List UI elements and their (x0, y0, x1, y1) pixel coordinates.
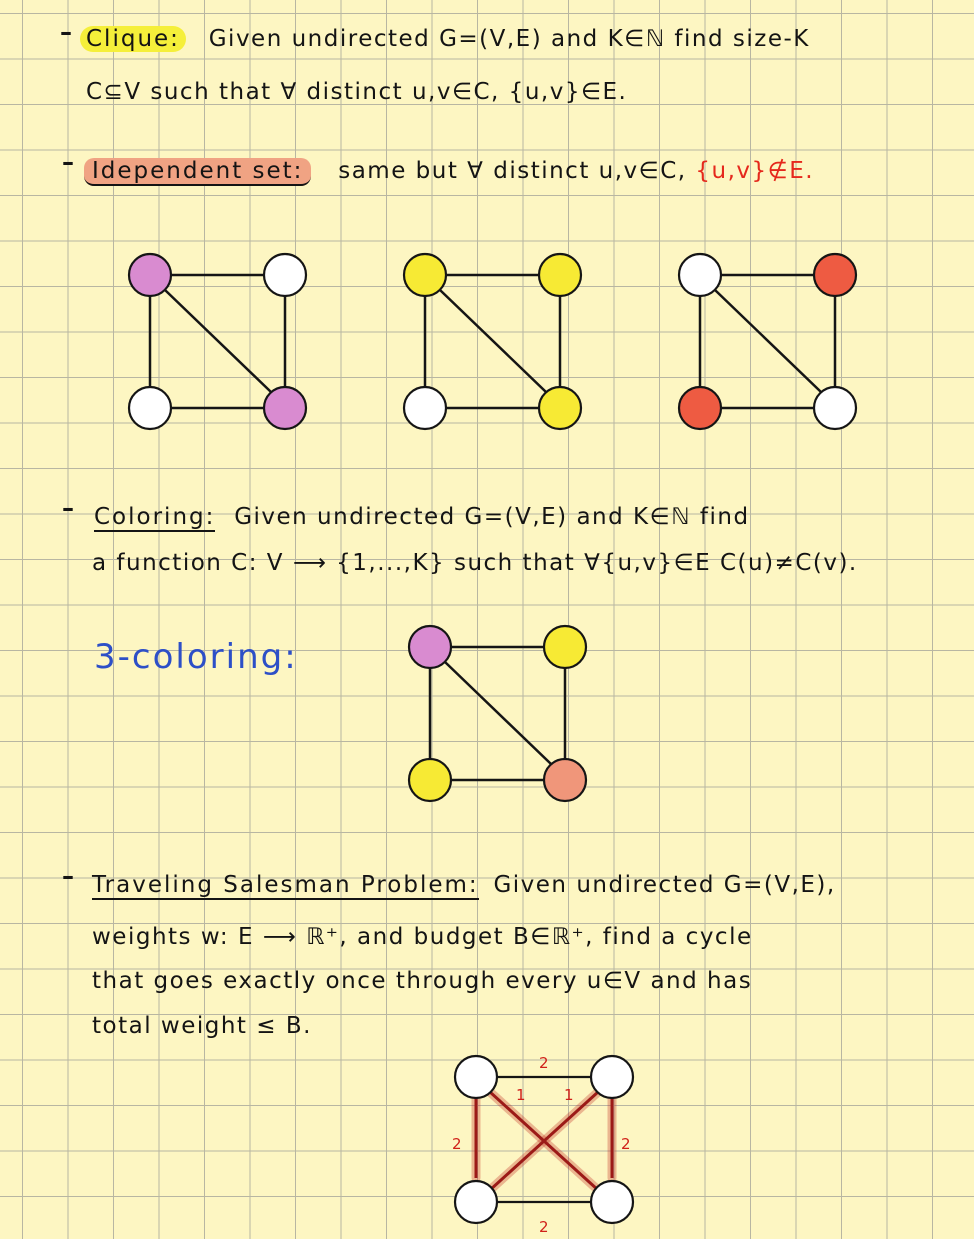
coloring-line-1: Coloring: Given undirected G=(V,E) and K… (94, 504, 750, 532)
graph-node (542, 624, 588, 670)
graph-node (127, 252, 173, 298)
graph-node (589, 1179, 635, 1225)
edge-weight-left: 2 (452, 1135, 462, 1153)
three-coloring-graph (407, 624, 588, 803)
tsp-definition-start: Given undirected G=(V,E), (493, 872, 836, 898)
graph-node (589, 1054, 635, 1100)
tsp-line-2: weights w: E ⟶ ℝ⁺, and budget B∈ℝ⁺, find… (92, 924, 753, 950)
edge-weight-diagonal-right: 1 (564, 1086, 574, 1104)
coloring-term: Coloring: (94, 504, 216, 532)
independent-set-condition: {u,v}∉E. (695, 158, 815, 184)
tsp-line-4: total weight ≤ B. (92, 1013, 312, 1039)
independent-set-definition: same but ∀ distinct u,v∈C, (338, 158, 687, 184)
tsp-line-1: Traveling Salesman Problem: Given undire… (92, 872, 836, 900)
clique-term: Clique: (80, 26, 186, 52)
coloring-definition: Given undirected G=(V,E) and K∈ℕ find (234, 504, 750, 530)
graph-node (127, 385, 173, 431)
clique-example-graph (127, 252, 308, 431)
coloring-line-2: a function C: V ⟶ {1,...,K} such that ∀{… (92, 550, 858, 576)
clique-example-graph-yellow (402, 252, 583, 431)
graph-node (812, 252, 858, 298)
graph-node (453, 1179, 499, 1225)
bullet-dash: – (62, 148, 74, 176)
graph-node (262, 385, 308, 431)
edge-weight-bottom: 2 (539, 1218, 549, 1236)
graph-node (677, 252, 723, 298)
graph-node (402, 385, 448, 431)
independent-set-example-graph (677, 252, 858, 431)
graph-node (262, 252, 308, 298)
graph-node (407, 757, 453, 803)
graph-node (402, 252, 448, 298)
clique-line-1: Clique: Given undirected G=(V,E) and K∈ℕ… (80, 26, 810, 52)
bullet-dash: – (62, 494, 74, 522)
independent-set-term: Idependent set: (84, 158, 312, 186)
clique-definition: Given undirected G=(V,E) and K∈ℕ find si… (208, 26, 810, 52)
graph-node (537, 252, 583, 298)
tsp-term: Traveling Salesman Problem: (92, 872, 479, 900)
edge-weight-right: 2 (621, 1135, 631, 1153)
tsp-weighted-graph: 2 1 1 2 2 2 (452, 1054, 635, 1236)
edge-weight-top: 2 (539, 1054, 549, 1072)
tsp-line-3: that goes exactly once through every u∈V… (92, 968, 753, 994)
clique-line-2: C⊆V such that ∀ distinct u,v∈C, {u,v}∈E. (86, 79, 628, 105)
bullet-dash: – (62, 862, 74, 890)
graph-node (812, 385, 858, 431)
independent-set-line: Idependent set: same but ∀ distinct u,v∈… (84, 158, 815, 186)
graph-node (677, 385, 723, 431)
graph-node (537, 385, 583, 431)
graph-node (407, 624, 453, 670)
three-coloring-label: 3-coloring: (94, 637, 298, 677)
graph-node (453, 1054, 499, 1100)
bullet-dash: – (60, 18, 72, 46)
edge-weight-diagonal-left: 1 (516, 1086, 526, 1104)
graph-node (542, 757, 588, 803)
